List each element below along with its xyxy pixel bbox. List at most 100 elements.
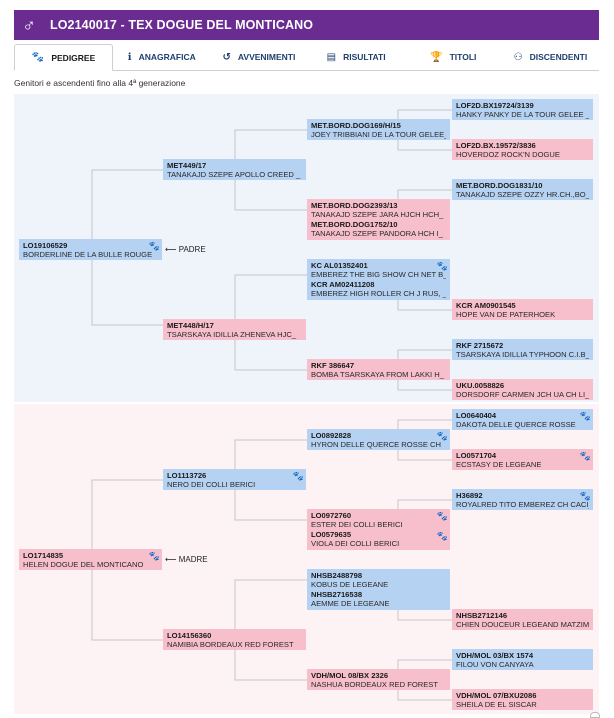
pedigree-node-sire[interactable]: LO19106529 BORDERLINE DE LA BULLE ROUGE … <box>19 239 162 260</box>
registration-number: VDH/MOL 07/BXU2086 <box>456 691 537 700</box>
dog-name: KOBUS DE LEGEANE <box>311 580 389 590</box>
registration-number: LO0571704 <box>456 451 497 460</box>
tab-pedigree[interactable]: 🐾 PEDIGREE <box>14 44 114 71</box>
pedigree-node[interactable]: VDH/MOL 08/BX 2326 NASHUA BORDEAUX RED F… <box>307 669 450 690</box>
pedigree-node[interactable]: VDH/MOL 03/BX 1574 FILOU VON CANYAYA <box>452 649 593 670</box>
registration-number: VDH/MOL 08/BX 2326 <box>311 671 389 680</box>
registration-number: LOF2D.BX.19572/3836 <box>456 141 536 150</box>
registration-number: LO19106529 <box>23 241 68 250</box>
pedigree-node[interactable]: LO1113726 NERO DEI COLLI BERICI 🐾 <box>163 469 306 490</box>
dog-name: BORDERLINE DE LA BULLE ROUGE <box>23 250 153 260</box>
registration-number: LOF2D.BX19724/3139 <box>456 101 534 110</box>
dog-name: EMBEREZ THE BIG SHOW CH NET B_ <box>311 270 446 280</box>
pedigree-node[interactable]: NHSB2712146 CHIEN DOUCEUR LEGEAND MATZIM… <box>452 609 593 630</box>
registration-number: UKU.0058826 <box>456 381 505 390</box>
dog-name: SHEILA DE EL SISCAR <box>456 700 537 710</box>
registration-number: LO1714835 <box>23 551 64 560</box>
registration-number: MET.BORD.DOG2393/13 <box>311 201 398 210</box>
paw-icon: 🐾 <box>436 511 448 521</box>
dog-name: NERO DEI COLLI BERICI <box>167 480 256 490</box>
registration-number: KCR AM02411208 <box>311 279 375 289</box>
registration-number: RKF 386647 <box>311 361 355 370</box>
dog-name: TANAKAJD SZEPE JARA HJCH HCH_ <box>311 210 444 220</box>
registration-number: H36892 <box>456 491 483 500</box>
paw-icon: 🐾 <box>579 451 591 461</box>
dog-name: AEMME DE LEGEANE <box>311 599 390 609</box>
dog-name: EMBEREZ HIGH ROLLER CH J RUS, _ <box>311 289 446 299</box>
registration-number: MET.BORD.DOG169/H/15 <box>311 121 401 130</box>
pedigree-node[interactable]: LOF2D.BX19724/3139 HANKY PANKY DE LA TOU… <box>452 99 593 120</box>
tab-risultati[interactable]: ▤RISULTATI <box>308 44 405 70</box>
pedigree-node[interactable]: LO0640404 DAKOTA DELLE QUERCE ROSSE 🐾 <box>452 409 593 430</box>
madre-text: MADRE <box>178 555 208 564</box>
pedigree-node[interactable]: MET449/17 TANAKAJD SZEPE APOLLO CREED _ <box>163 159 306 180</box>
registration-number: NHSB2488798 <box>311 571 363 580</box>
paw-icon: 🐾 <box>148 241 160 251</box>
registration-number: KCR AM0901545 <box>456 301 516 310</box>
pedigree-node[interactable]: MET.BORD.DOG1831/10 TANAKAJD SZEPE OZZY … <box>452 179 593 200</box>
section-subtitle: Genitori e ascendenti fino alla 4ª gener… <box>14 78 186 88</box>
sitemap-icon: ⚇ <box>513 51 523 63</box>
dog-name: CHIEN DOUCEUR LEGEAND MATZIMA <box>456 620 589 630</box>
pedigree-node[interactable]: MET448/H/17 TSARSKAYA IDILLIA ZHENEVA HJ… <box>163 319 306 340</box>
dog-name: TANAKAJD SZEPE PANDORA HCH I_ <box>311 229 443 239</box>
dog-name: VIOLA DEI COLLI BERICI <box>311 539 400 549</box>
pedigree-node[interactable]: RKF 2715672 TSARSKAYA IDILLIA TYPHOON C.… <box>452 339 593 360</box>
pedigree-node[interactable]: UKU.0058826 DORSDORF CARMEN JCH UA CH LI… <box>452 379 593 400</box>
registration-number: RKF 2715672 <box>456 341 504 350</box>
dog-name: HANKY PANKY DE LA TOUR GELEE _ <box>456 110 589 120</box>
tab-avvenimenti[interactable]: ↺AVVENIMENTI <box>210 44 307 70</box>
page-title: LO2140017 - TEX DOGUE DEL MONTICANO <box>50 18 314 32</box>
paw-icon: 🐾 <box>31 52 45 63</box>
registration-number: NHSB2712146 <box>456 611 508 620</box>
dog-name: HELEN DOGUE DEL MONTICANO <box>23 560 144 570</box>
dog-name: NASHUA BORDEAUX RED FOREST <box>311 680 439 690</box>
pedigree-node[interactable]: LO0892828 HYRON DELLE QUERCE ROSSE CH 🐾 <box>307 429 450 450</box>
pedigree-node[interactable]: LO14156360 NAMIBIA BORDEAUX RED FOREST <box>163 629 306 650</box>
tab-label: RISULTATI <box>343 52 386 62</box>
madre-label: ⟵ MADRE <box>165 555 208 564</box>
pedigree-node[interactable]: KC AL01352401 EMBEREZ THE BIG SHOW CH NE… <box>307 259 450 300</box>
tab-discendenti[interactable]: ⚇DISCENDENTI <box>502 44 599 70</box>
paw-icon: 🐾 <box>292 471 304 481</box>
dog-name: TANAKAJD SZEPE APOLLO CREED _ <box>167 170 301 180</box>
male-icon: ♂ <box>22 14 36 35</box>
tab-label: TITOLI <box>449 52 477 62</box>
pedigree-node[interactable]: MET.BORD.DOG169/H/15 JOEY TRIBBIANI DE L… <box>307 119 450 140</box>
dog-name: NAMIBIA BORDEAUX RED FOREST <box>167 640 294 650</box>
paw-icon: 🐾 <box>579 411 591 421</box>
tab-label: PEDIGREE <box>51 52 96 63</box>
pedigree-node[interactable]: VDH/MOL 07/BXU2086 SHEILA DE EL SISCAR <box>452 689 593 710</box>
tab-titoli[interactable]: 🏆 TITOLI <box>405 44 502 70</box>
registration-number: MET.BORD.DOG1831/10 <box>456 181 543 190</box>
pedigree-node[interactable]: LOF2D.BX.19572/3836 HOVERDOZ ROCK'N DOGU… <box>452 139 593 160</box>
pedigree-node[interactable]: LO0571704 ECSTASY DE LEGEANE 🐾 <box>452 449 593 470</box>
pedigree-node[interactable]: MET.BORD.DOG2393/13 TANAKAJD SZEPE JARA … <box>307 199 450 240</box>
registration-number: VDH/MOL 03/BX 1574 <box>456 651 534 660</box>
pedigree-node[interactable]: H36892 ROYALRED TITO EMBEREZ CH CACI_ 🐾 <box>452 489 593 510</box>
pedigree-node-dam[interactable]: LO1714835 HELEN DOGUE DEL MONTICANO 🐾 <box>19 549 162 570</box>
dog-name: FILOU VON CANYAYA <box>456 660 534 670</box>
paw-icon: 🐾 <box>579 491 591 501</box>
registration-number: KC AL01352401 <box>311 261 368 270</box>
info-icon: ℹ <box>127 51 132 63</box>
pedigree-node[interactable]: KCR AM0901545 HOPE VAN DE PATERHOEK <box>452 299 593 320</box>
registration-number: MET448/H/17 <box>167 321 214 330</box>
dog-name: ESTER DEI COLLI BERICI <box>311 520 403 530</box>
history-icon: ↺ <box>222 51 231 63</box>
dog-name: HYRON DELLE QUERCE ROSSE CH <box>311 440 441 450</box>
registration-number: MET.BORD.DOG1752/10 <box>311 219 398 229</box>
registration-number: LO0640404 <box>456 411 497 420</box>
trophy-icon: 🏆 <box>430 51 443 63</box>
scroll-handle[interactable] <box>590 712 600 718</box>
registration-number: NHSB2716538 <box>311 589 363 599</box>
pedigree-node[interactable]: RKF 386647 BOMBA TSARSKAYA FROM LAKKI H_ <box>307 359 450 380</box>
dog-name: TSARSKAYA IDILLIA ZHENEVA HJC_ <box>167 330 297 340</box>
dog-name: DORSDORF CARMEN JCH UA CH LI_ <box>456 390 589 400</box>
padre-text: PADRE <box>178 245 206 254</box>
pedigree-node[interactable]: LO0972760 ESTER DEI COLLI BERICI LO05796… <box>307 509 450 550</box>
pedigree-node[interactable]: NHSB2488798 KOBUS DE LEGEANE NHSB2716538… <box>307 569 450 610</box>
paw-icon: 🐾 <box>436 531 448 541</box>
